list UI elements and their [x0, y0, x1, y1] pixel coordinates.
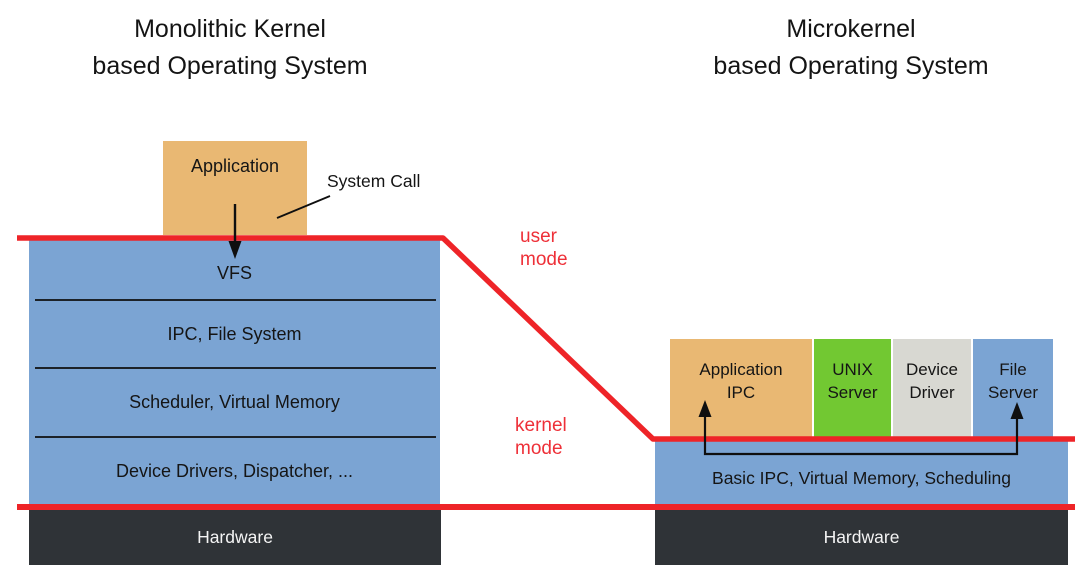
server-file-line2: Server [987, 383, 1039, 402]
server-file: File Server [973, 339, 1053, 439]
microkernel-label: Basic IPC, Virtual Memory, Scheduling [712, 468, 1011, 488]
ipc-arrowhead-right-icon [1010, 402, 1024, 419]
server-file-line1: File [999, 360, 1027, 379]
server-unix: UNIX Server [814, 339, 891, 439]
kernel-mode-label: kernel mode [515, 414, 567, 460]
kernel-mode-line2: mode [515, 438, 563, 459]
layer-ipc-file-system: IPC, File System [167, 324, 302, 344]
system-call-label: System Call [327, 171, 421, 191]
server-device-driver-line2: Driver [909, 383, 955, 402]
mode-boundary-line [17, 235, 1075, 442]
application-label: Application [190, 156, 280, 176]
monolithic-hardware-box [29, 509, 441, 565]
ipc-connector-line [703, 410, 1019, 456]
microkernel-title: Microkernel based Operating System [661, 11, 1041, 85]
user-mode-line2: mode [520, 249, 568, 270]
layer-vfs: VFS [216, 263, 252, 283]
layer-scheduler-virtual-memory: Scheduler, Virtual Memory [129, 392, 340, 412]
layer-device-drivers-dispatcher: Device Drivers, Dispatcher, ... [115, 461, 354, 481]
system-call-pointer-line [276, 195, 331, 219]
monolithic-title-line2: based Operating System [92, 52, 368, 80]
microkernel-hardware-label: Hardware [823, 527, 900, 547]
user-mode-line1: user [520, 226, 557, 247]
server-device-driver-line1: Device [906, 360, 958, 379]
microkernel-title-line1: Microkernel [786, 15, 916, 43]
system-call-arrowhead-icon [228, 241, 242, 259]
server-application-ipc-line2: IPC [726, 383, 756, 402]
server-device-driver: Device Driver [893, 339, 971, 439]
monolithic-title: Monolithic Kernel based Operating System [40, 11, 420, 85]
kernel-mode-line1: kernel [515, 415, 567, 436]
monolithic-kernel-box [29, 238, 440, 505]
server-application-ipc: Application IPC [670, 339, 812, 439]
monolithic-hardware-label: Hardware [197, 527, 273, 547]
server-unix-line2: Server [827, 383, 878, 402]
monolithic-title-line1: Monolithic Kernel [134, 15, 326, 43]
user-mode-label: user mode [520, 225, 568, 271]
ipc-arrowhead-left-icon [698, 400, 712, 417]
microkernel-title-line2: based Operating System [713, 52, 989, 80]
microkernel-box [655, 440, 1068, 506]
server-unix-line1: UNIX [832, 360, 873, 379]
server-application-ipc-line1: Application [699, 360, 783, 379]
microkernel-hardware-box [655, 509, 1068, 565]
